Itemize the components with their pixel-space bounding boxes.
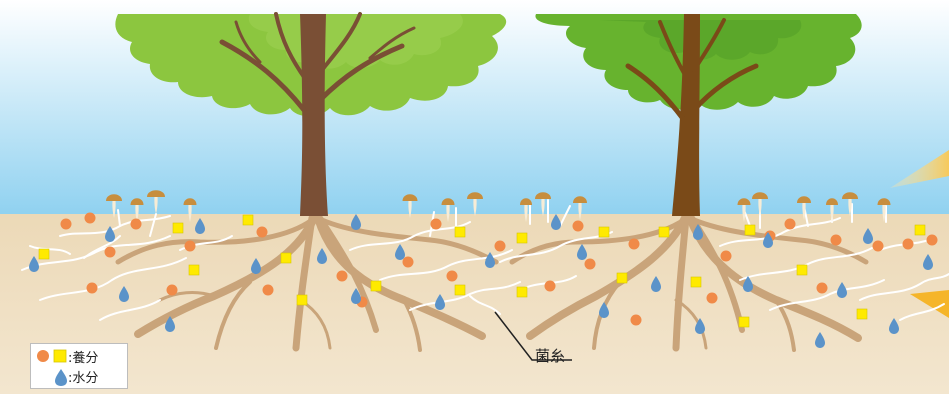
nutrient-square [745, 225, 755, 235]
nutrient-circle [817, 283, 828, 294]
nutrient-circle [631, 315, 642, 326]
nutrient-circle [131, 219, 142, 230]
nutrient-square [739, 317, 749, 327]
nutrient-square [189, 265, 199, 275]
nutrient-circle [431, 219, 442, 230]
nutrient-square [797, 265, 807, 275]
nutrient-circle [495, 241, 506, 252]
nutrient-square [517, 233, 527, 243]
nutrient-circle [707, 293, 718, 304]
nutrient-circle [831, 235, 842, 246]
nutrient-square [243, 215, 253, 225]
nutrient-square [371, 281, 381, 291]
nutrient-circle [545, 281, 556, 292]
nutrient-circle [629, 239, 640, 250]
nutrient-square [617, 273, 627, 283]
nutrient-square [281, 253, 291, 263]
nutrient-circle [85, 213, 96, 224]
nutrient-square [517, 287, 527, 297]
nutrient-circle [585, 259, 596, 270]
nutrient-circle [403, 257, 414, 268]
nutrient-square [599, 227, 609, 237]
nutrient-circle [257, 227, 268, 238]
nutrient-circle [61, 219, 72, 230]
legend-water-row: :水分 [31, 366, 98, 386]
nutrient-circle [903, 239, 914, 250]
nutrient-circle [87, 283, 98, 294]
legend: :養分 :水分 [30, 343, 128, 389]
nutrient-square [659, 227, 669, 237]
legend-nutrients-label: :養分 [68, 347, 98, 366]
legend-nutrients-row: :養分 [31, 346, 98, 366]
nutrient-circle [447, 271, 458, 282]
nutrient-square [455, 285, 465, 295]
nutrient-circle [185, 241, 196, 252]
nutrient-circle [337, 271, 348, 282]
nutrient-circle [105, 247, 116, 258]
nutrient-circle [263, 285, 274, 296]
nutrient-square [691, 277, 701, 287]
nutrient-square [173, 223, 183, 233]
nutrient-circle [927, 235, 938, 246]
nutrient-square [857, 309, 867, 319]
nutrient-circle [167, 285, 178, 296]
nutrient-circle [721, 251, 732, 262]
nutrient-square [915, 225, 925, 235]
nutrient-symbols-icon [34, 346, 68, 366]
nutrient-square [455, 227, 465, 237]
nutrient-circle [785, 219, 796, 230]
nutrient-square [39, 249, 49, 259]
nutrient-circle [873, 241, 884, 252]
hyphae-label: 菌糸 [535, 345, 565, 366]
nutrient-square [297, 295, 307, 305]
nutrient-circle [573, 221, 584, 232]
water-drop-icon [34, 366, 68, 386]
legend-water-label: :水分 [68, 367, 98, 386]
